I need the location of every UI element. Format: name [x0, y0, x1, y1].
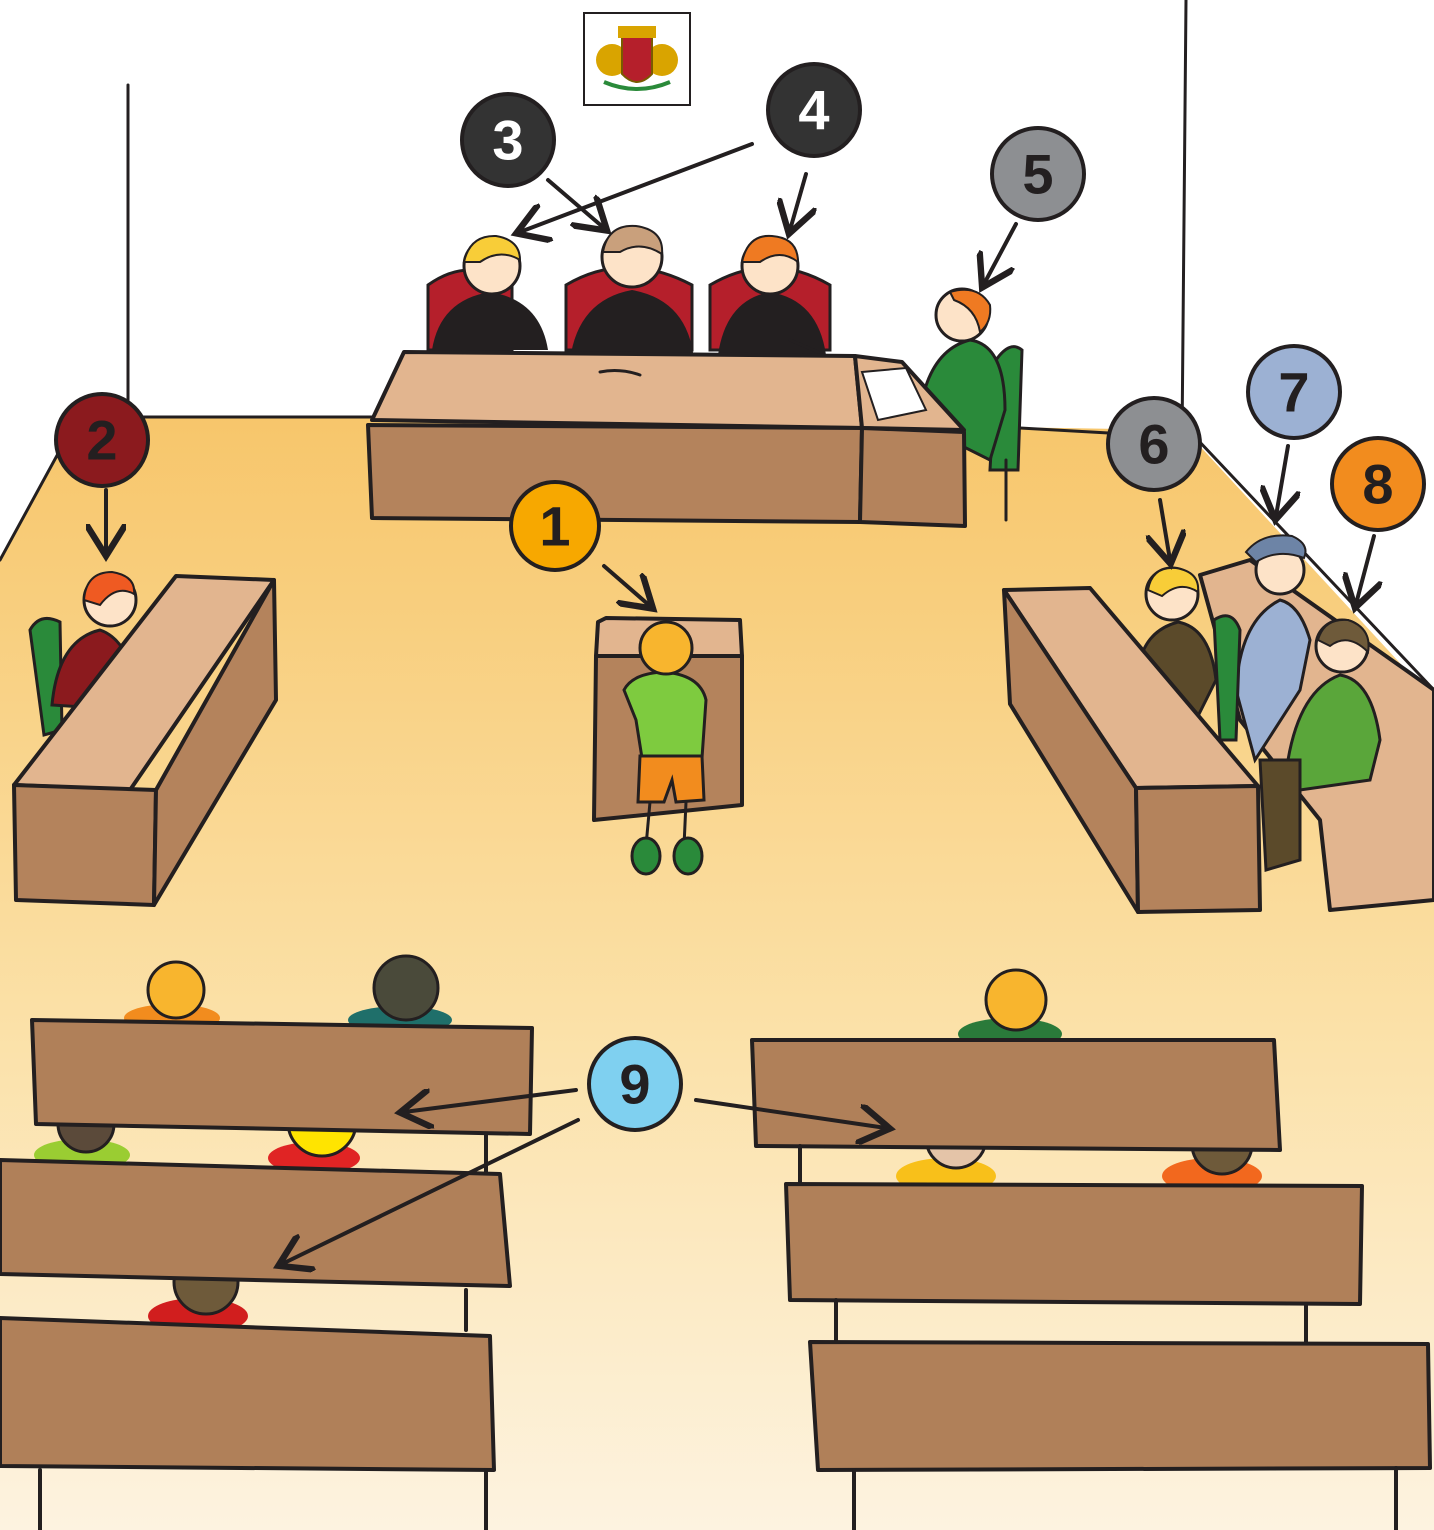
badge-3-label: 3 — [492, 109, 523, 172]
badge-9: 9 — [589, 1038, 681, 1130]
badge-8: 8 — [1332, 438, 1424, 530]
badge-4: 4 — [768, 64, 860, 156]
benches-left — [0, 1020, 532, 1530]
badge-3: 3 — [462, 94, 554, 186]
badge-2: 2 — [56, 394, 148, 486]
badge-6: 6 — [1108, 398, 1200, 490]
badge-8-label: 8 — [1362, 453, 1393, 516]
badge-5-label: 5 — [1022, 143, 1053, 206]
badge-7-label: 7 — [1278, 361, 1309, 424]
coat-of-arms-icon — [584, 13, 690, 105]
badge-5: 5 — [992, 128, 1084, 220]
badge-2-label: 2 — [86, 409, 117, 472]
badge-7: 7 — [1248, 346, 1340, 438]
badge-6-label: 6 — [1138, 413, 1169, 476]
defense-lawyer-chair — [1214, 616, 1240, 740]
badge-9-label: 9 — [619, 1053, 650, 1116]
judges-bench — [368, 340, 965, 526]
badge-1: 1 — [511, 482, 599, 570]
badge-1-label: 1 — [539, 495, 570, 558]
badge-4-label: 4 — [798, 79, 829, 142]
